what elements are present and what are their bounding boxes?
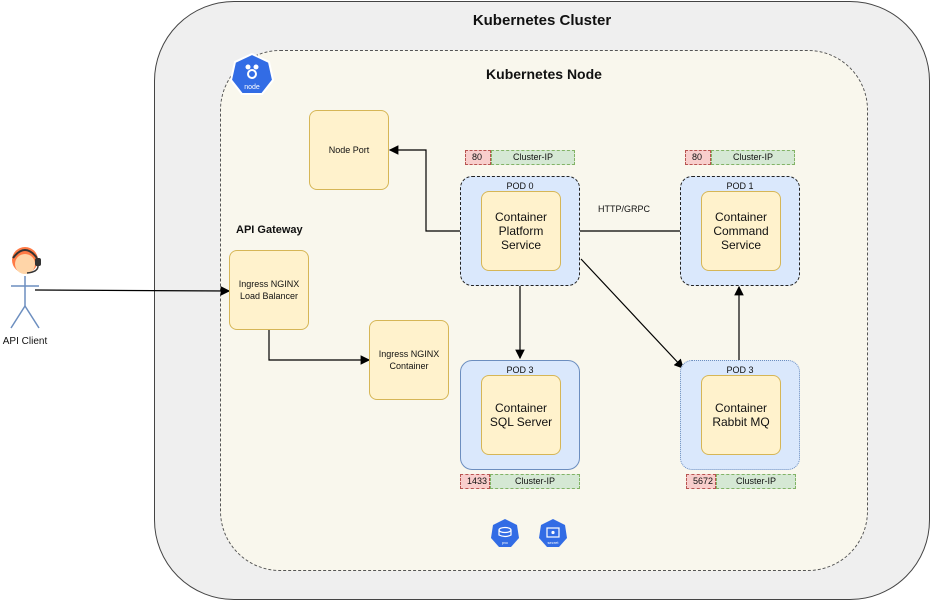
pod-sql-label: POD 3 xyxy=(506,365,534,375)
node-port-label: Node Port xyxy=(328,145,370,155)
pod1-service-badge: 80 Cluster-IP xyxy=(685,150,795,165)
pod-rabbitmq-service-type: Cluster-IP xyxy=(716,474,796,489)
pod-rabbitmq-label: POD 3 xyxy=(726,365,754,375)
pod-sql-service-type: Cluster-IP xyxy=(490,474,580,489)
command-service-container[interactable]: Container Command Service xyxy=(701,191,781,271)
platform-service-label: Container Platform Service xyxy=(494,210,548,252)
rabbitmq-label: Container Rabbit MQ xyxy=(712,401,770,429)
node-title: Kubernetes Node xyxy=(486,66,602,82)
support-agent-icon xyxy=(5,240,49,332)
pod0-service-badge: 80 Cluster-IP xyxy=(465,150,575,165)
pod0-service-type: Cluster-IP xyxy=(491,150,575,165)
ingress-to-container-arrow xyxy=(268,330,371,365)
ingress-container-box[interactable]: Ingress NGINX Container xyxy=(369,320,449,400)
secret-icon-label: secret xyxy=(548,540,560,545)
command-service-label: Container Command Service xyxy=(713,210,769,252)
pvc-icon-label: pvc xyxy=(502,540,508,545)
ingress-container-label: Ingress NGINX Container xyxy=(378,349,440,371)
pod1[interactable]: POD 1 Container Command Service xyxy=(680,176,800,286)
pod-sql-port: 1433 xyxy=(460,474,490,489)
secret-icon: secret xyxy=(538,518,568,548)
ingress-load-balancer-label: Ingress NGINX Load Balancer xyxy=(238,279,300,301)
node-icon-label: node xyxy=(244,84,260,91)
pod0[interactable]: POD 0 Container Platform Service xyxy=(460,176,580,286)
http-grpc-label: HTTP/GRPC xyxy=(598,204,651,214)
sql-server-container[interactable]: Container SQL Server xyxy=(481,375,561,455)
platform-to-nodeport-arrow xyxy=(388,145,460,232)
pod-sql-service-badge: 1433 Cluster-IP xyxy=(460,474,580,489)
pod1-port: 80 xyxy=(685,150,711,165)
sql-server-label: Container SQL Server xyxy=(489,401,553,429)
pod0-port: 80 xyxy=(465,150,491,165)
pod-sql[interactable]: POD 3 Container SQL Server xyxy=(460,360,580,470)
platform-to-rabbitmq-arrow xyxy=(580,258,684,369)
cluster-title: Kubernetes Cluster xyxy=(472,12,612,29)
rabbitmq-container[interactable]: Container Rabbit MQ xyxy=(701,375,781,455)
actor-label: API Client xyxy=(2,336,48,347)
pod0-label: POD 0 xyxy=(506,181,534,191)
pod1-service-type: Cluster-IP xyxy=(711,150,795,165)
pod1-label: POD 1 xyxy=(726,181,754,191)
pod-rabbitmq-port: 5672 xyxy=(686,474,716,489)
pod-rabbitmq-service-badge: 5672 Cluster-IP xyxy=(686,474,796,489)
ingress-load-balancer-box[interactable]: Ingress NGINX Load Balancer xyxy=(229,250,309,330)
client-to-ingress-arrow xyxy=(34,286,231,296)
pvc-icon: pvc xyxy=(490,518,520,548)
api-gateway-title: API Gateway xyxy=(236,224,303,236)
platform-service-container[interactable]: Container Platform Service xyxy=(481,191,561,271)
node-icon: node xyxy=(230,52,274,96)
pod-rabbitmq[interactable]: POD 3 Container Rabbit MQ xyxy=(680,360,800,470)
node-port-box[interactable]: Node Port xyxy=(309,110,389,190)
